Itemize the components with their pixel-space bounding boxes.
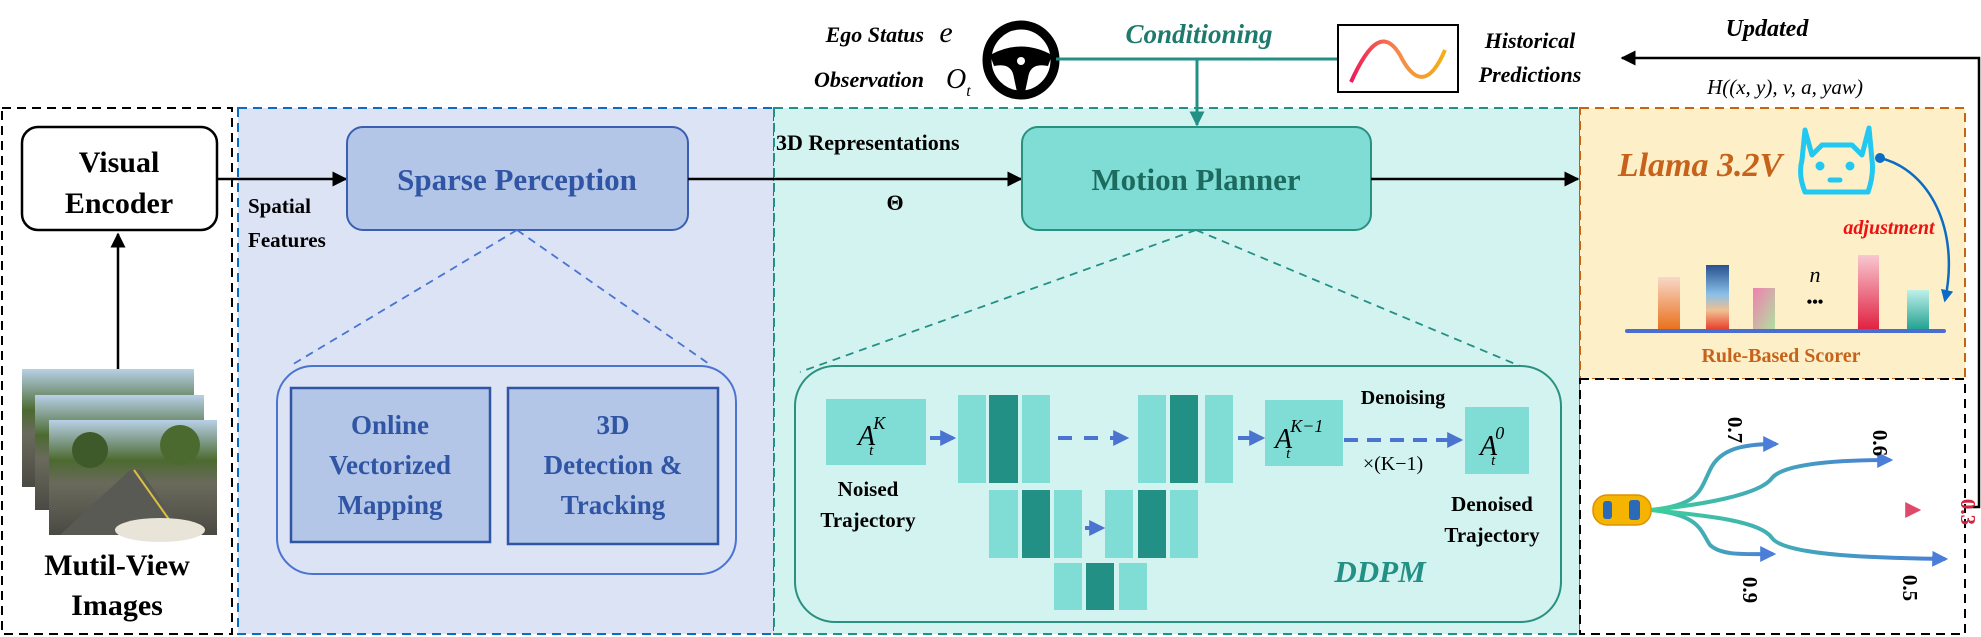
ddpm-label: DDPM [1333, 554, 1427, 589]
online-mapping-label: Online [351, 410, 429, 440]
repeat-label: ×(K−1) [1363, 453, 1423, 475]
adjustment-arrow [1879, 156, 1954, 303]
llama-icon [1798, 125, 1875, 195]
online-mapping-box [289, 386, 492, 544]
trajectory-score-best: 0.3 [1956, 499, 1980, 525]
visual-encoder-label: Visual [79, 146, 160, 179]
historical-predictions-box [1337, 24, 1459, 93]
multi-view-images-label: Images [71, 589, 163, 622]
ego-car-icon [1592, 494, 1652, 526]
noised-trajectory-label: Noised [838, 477, 899, 501]
updated-label: Updated [1726, 16, 1810, 42]
score-bars [1658, 255, 1929, 330]
historical-predictions-label: Predictions [1478, 62, 1582, 87]
noised-trajectory-symbol: AtK [856, 413, 886, 459]
intermediate-trajectory-box [1265, 400, 1343, 466]
spatial-features-label: Features [248, 228, 326, 252]
ego-status-symbol: e [939, 16, 952, 49]
visual-encoder-label: Encoder [65, 187, 173, 220]
zoom-line [1195, 229, 1521, 367]
trajectory-score: 0.6 [1868, 430, 1892, 456]
multi-view-images-label: Mutil-View [44, 549, 190, 582]
ellipsis: ••• [1807, 294, 1824, 311]
detection-tracking-label: Tracking [561, 490, 666, 520]
candidate-trajectories [1650, 436, 1949, 567]
online-mapping-label: Mapping [337, 490, 443, 520]
zoom-line [289, 229, 518, 367]
conditioning-label: Conditioning [1125, 19, 1272, 49]
llm-region [1579, 107, 1966, 380]
zoom-line [516, 229, 713, 367]
theta-symbol: Θ [886, 190, 903, 215]
perception-detail-box [276, 365, 737, 575]
adjustment-origin-dot [1875, 153, 1885, 163]
multi-view-images [22, 369, 217, 542]
online-mapping-label: Vectorized [329, 450, 451, 480]
updated-feedback-arrow [1620, 50, 1981, 509]
denoised-trajectory-label: Trajectory [1444, 523, 1540, 547]
trajectory-score: 0.9 [1738, 577, 1762, 603]
detection-tracking-label: 3D [597, 410, 630, 440]
detection-tracking-label: Detection & [544, 450, 683, 480]
rule-based-scorer-label: Rule-Based Scorer [1701, 345, 1860, 367]
unet-blocks [958, 395, 1233, 610]
observation-label: Observation [814, 67, 924, 92]
zoom-line [799, 229, 1197, 373]
detection-tracking-box [506, 386, 720, 546]
observation-symbol: Ot [946, 64, 971, 100]
trajectory-score: 0.7 [1723, 417, 1747, 443]
historical-predictions-label: Historical [1484, 28, 1576, 53]
sine-wave-icon [1349, 39, 1447, 83]
spatial-features-label: Spatial [248, 194, 311, 218]
n-label: n [1810, 262, 1821, 287]
adjustment-label: adjustment [1843, 217, 1936, 239]
denoised-trajectory-box [1465, 407, 1529, 474]
noised-trajectory-label: Trajectory [820, 508, 916, 532]
llama-label: Llama 3.2V [1617, 147, 1785, 184]
denoising-label: Denoising [1361, 387, 1445, 409]
representations-label: 3D Representations [776, 130, 960, 155]
history-formula: H((x, y), v, a, yaw) [1706, 75, 1863, 99]
steering-wheel-icon [982, 20, 1060, 100]
sparse-perception-label: Sparse Perception [397, 162, 637, 197]
noised-trajectory-box [826, 399, 926, 465]
motion-planner-label: Motion Planner [1091, 162, 1300, 197]
denoised-trajectory-label: Denoised [1451, 492, 1533, 516]
trajectory-score: 0.5 [1898, 575, 1922, 601]
ddpm-box [794, 365, 1562, 623]
intermediate-trajectory-symbol: AtK−1 [1273, 416, 1323, 462]
ego-status-label: Ego Status [825, 22, 924, 47]
denoised-trajectory-symbol: At0 [1478, 423, 1504, 469]
